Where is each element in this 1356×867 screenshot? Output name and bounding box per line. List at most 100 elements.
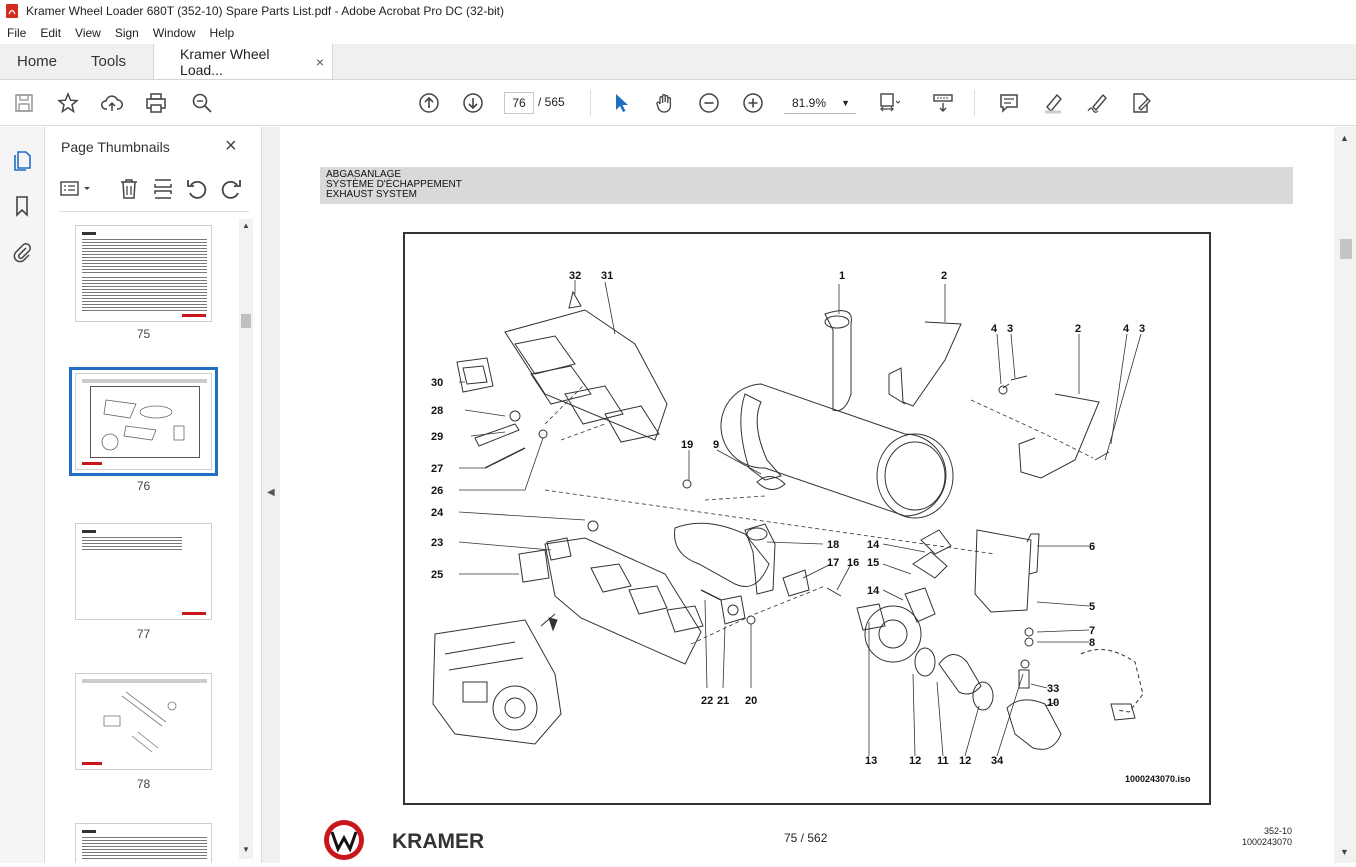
edit-pdf-icon[interactable] xyxy=(1128,90,1154,116)
exploded-parts-drawing: 1 2 2 3 3 4 4 5 6 7 8 9 10 11 12 12 13 1… xyxy=(403,232,1211,805)
callout-29: 29 xyxy=(431,431,443,443)
callout-3: 3 xyxy=(1007,323,1013,335)
callout-9: 9 xyxy=(713,439,719,451)
kramer-logo-mark: KRAMER xyxy=(324,820,484,860)
panel-collapse-handle[interactable]: ◀ xyxy=(262,127,280,863)
page-thumbnail-78[interactable] xyxy=(75,673,212,770)
engine-assembly xyxy=(432,619,562,745)
rotate-clockwise-icon[interactable] xyxy=(219,177,243,201)
callout-23: 23 xyxy=(431,537,443,549)
callout-4: 4 xyxy=(1123,323,1130,335)
options-menu-icon[interactable] xyxy=(59,177,95,201)
callout-25: 25 xyxy=(431,569,443,581)
footer-drawing-number: 1000243070 xyxy=(1242,837,1293,847)
comment-icon[interactable] xyxy=(996,90,1022,116)
thumbnail-drawing xyxy=(101,399,185,451)
draw-signature-icon[interactable] xyxy=(1084,90,1110,116)
close-panel-icon[interactable]: × xyxy=(225,135,237,157)
tab-home[interactable]: Home xyxy=(17,53,58,70)
scroll-down-icon[interactable]: ▼ xyxy=(242,845,250,854)
scroll-down-icon[interactable]: ▼ xyxy=(1340,847,1349,857)
turbocharger xyxy=(864,605,922,663)
attachments-paperclip-icon[interactable] xyxy=(11,241,33,263)
zoom-out-icon[interactable] xyxy=(696,90,722,116)
scroll-mode-icon[interactable] xyxy=(930,90,956,116)
rotate-counterclockwise-icon[interactable] xyxy=(185,177,209,201)
menu-window[interactable]: Window xyxy=(152,26,196,40)
save-icon[interactable] xyxy=(11,90,37,116)
bookmarks-icon[interactable] xyxy=(11,195,33,217)
menu-help[interactable]: Help xyxy=(209,26,235,40)
exhaust-system-drawing: 1 2 2 3 3 4 4 5 6 7 8 9 10 11 12 12 13 1… xyxy=(431,270,1145,767)
flex-pipe xyxy=(674,522,770,587)
total-pages: / 565 xyxy=(538,95,565,109)
page-thumbnail-76[interactable] xyxy=(69,367,218,476)
page-footer-number: 75 / 562 xyxy=(784,831,828,845)
heading-french: SYSTÈME D'ÉCHAPPEMENT xyxy=(326,179,462,190)
callout-30: 30 xyxy=(431,377,443,389)
menu-edit[interactable]: Edit xyxy=(40,26,62,40)
highlight-pen-icon[interactable] xyxy=(1040,90,1066,116)
delete-page-icon[interactable] xyxy=(117,177,141,201)
callout-1: 1 xyxy=(839,270,845,282)
callout-24: 24 xyxy=(431,507,444,519)
page-thumbnails-icon[interactable] xyxy=(11,149,33,171)
menu-sign[interactable]: Sign xyxy=(114,26,139,40)
exhaust-pipe-1 xyxy=(824,310,852,412)
menu-view[interactable]: View xyxy=(75,26,101,40)
page-thumbnail-75[interactable] xyxy=(75,225,212,322)
zoom-in-icon[interactable] xyxy=(740,90,766,116)
panel-divider xyxy=(59,211,249,212)
callout-34: 34 xyxy=(991,755,1004,767)
scrollbar-thumb[interactable] xyxy=(241,314,251,328)
callout-14: 14 xyxy=(867,539,880,551)
scroll-up-icon[interactable]: ▲ xyxy=(242,221,250,230)
zoom-level-select[interactable]: 81.9% ▼ xyxy=(784,92,856,114)
window-title: Kramer Wheel Loader 680T (352-10) Spare … xyxy=(26,4,505,18)
exhaust-manifold-upper xyxy=(504,309,668,441)
scrollbar-thumb[interactable] xyxy=(1340,239,1352,259)
callout-31: 31 xyxy=(601,270,613,282)
select-cursor-icon[interactable] xyxy=(608,90,634,116)
print-icon[interactable] xyxy=(143,90,169,116)
document-scrollbar[interactable]: ▲ ▼ xyxy=(1334,127,1356,863)
next-page-icon[interactable] xyxy=(460,90,486,116)
previous-page-icon[interactable] xyxy=(416,90,442,116)
callout-2: 2 xyxy=(941,270,947,282)
bookmark-star-icon[interactable] xyxy=(55,90,81,116)
zoom-search-icon[interactable] xyxy=(189,90,215,116)
callout-26: 26 xyxy=(431,485,443,497)
callout-11: 11 xyxy=(937,755,949,767)
close-tab-icon[interactable]: × xyxy=(315,53,325,70)
page-fit-icon[interactable] xyxy=(876,90,902,116)
callout-27: 27 xyxy=(431,463,443,475)
collapse-left-icon: ◀ xyxy=(267,487,275,498)
callout-16: 16 xyxy=(847,557,859,569)
current-page-input[interactable]: 76 xyxy=(504,92,534,114)
page-thumbnail-77[interactable] xyxy=(75,523,212,620)
hand-tool-icon[interactable] xyxy=(652,90,678,116)
callout-2: 2 xyxy=(1075,323,1081,335)
footer-doc-ref: 352-10 1000243070 xyxy=(1242,826,1292,848)
callout-14: 14 xyxy=(867,585,880,597)
callout-10: 10 xyxy=(1047,697,1059,709)
panel-title: Page Thumbnails xyxy=(61,139,170,155)
page-thumbnail-79[interactable] xyxy=(75,823,212,863)
extract-pages-icon[interactable] xyxy=(151,177,175,201)
drawing-code: 1000243070.iso xyxy=(1125,774,1191,784)
cloud-upload-icon[interactable] xyxy=(99,90,125,116)
exhaust-manifold-lower xyxy=(544,537,702,665)
menu-file[interactable]: File xyxy=(7,26,27,40)
thumbnail-label: 76 xyxy=(136,479,151,493)
thumbnail-drawing xyxy=(103,691,177,753)
brand-name: KRAMER xyxy=(392,830,484,853)
callout-17: 17 xyxy=(827,557,839,569)
scroll-up-icon[interactable]: ▲ xyxy=(1340,133,1349,143)
tab-document[interactable]: Kramer Wheel Load... × xyxy=(153,44,334,79)
callout-12: 12 xyxy=(959,755,971,767)
toolbar-divider xyxy=(974,90,975,116)
thumbnail-scrollbar[interactable]: ▲ ▼ xyxy=(239,219,253,859)
callout-22: 22 xyxy=(701,695,713,707)
muffler-body xyxy=(720,383,947,517)
tab-tools[interactable]: Tools xyxy=(91,53,127,70)
